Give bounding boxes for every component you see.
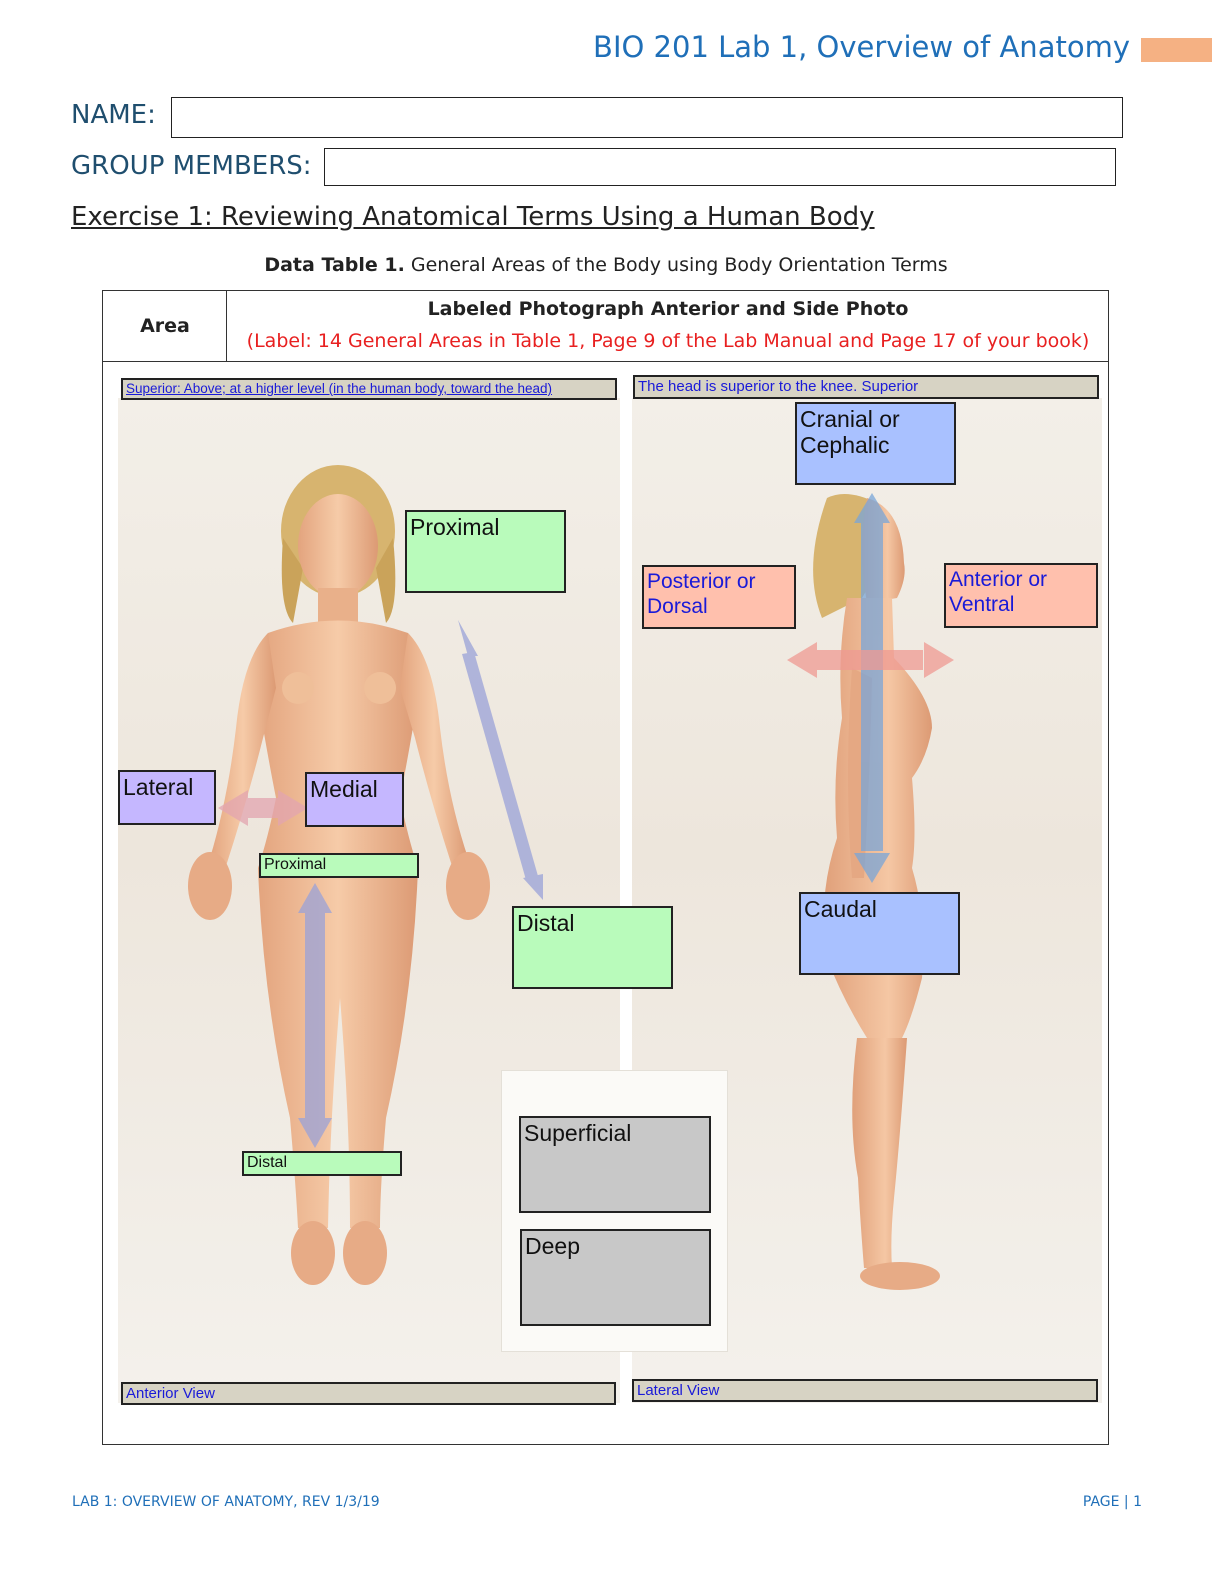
lateral-view-text: Lateral View [637, 1382, 720, 1399]
label-deep-text: Deep [525, 1233, 580, 1259]
label-anterior-text: Anterior or Ventral [949, 568, 1048, 616]
label-medial[interactable]: Medial [305, 772, 404, 827]
column-header-photo: Labeled Photograph Anterior and Side Pho… [427, 298, 909, 320]
label-superficial[interactable]: Superficial [519, 1116, 711, 1213]
name-label: NAME: [71, 100, 156, 130]
table-caption: Data Table 1. General Areas of the Body … [100, 254, 1112, 276]
label-proximal-leg[interactable]: Proximal [259, 853, 419, 878]
label-medial-text: Medial [310, 776, 378, 802]
label-deep[interactable]: Deep [520, 1229, 711, 1326]
superior-definition-text: Superior: Above; at a higher level (in t… [126, 381, 553, 396]
header-accent-bar [1141, 38, 1212, 62]
anterior-view-field[interactable]: Anterior View [121, 1382, 616, 1405]
group-members-label: GROUP MEMBERS: [71, 151, 312, 181]
exercise-heading: Exercise 1: Reviewing Anatomical Terms U… [71, 202, 875, 232]
label-proximal-leg-text: Proximal [264, 856, 327, 873]
name-field[interactable] [171, 97, 1123, 138]
label-lateral-text: Lateral [123, 774, 194, 800]
label-cranial[interactable]: Cranial or Cephalic [795, 402, 956, 485]
label-proximal-arm[interactable]: Proximal [405, 510, 566, 593]
group-members-field[interactable] [324, 148, 1116, 186]
footer-page-number: PAGE | 1 [1082, 1494, 1142, 1510]
anterior-view-text: Anterior View [126, 1385, 215, 1402]
document-title: BIO 201 Lab 1, Overview of Anatomy [593, 30, 1130, 64]
label-proximal-arm-text: Proximal [410, 514, 500, 540]
label-anterior[interactable]: Anterior or Ventral [944, 563, 1098, 628]
footer-document-info: LAB 1: OVERVIEW OF ANATOMY, REV 1/3/19 [72, 1494, 380, 1510]
table-header-divider [226, 290, 227, 362]
label-posterior[interactable]: Posterior or Dorsal [642, 565, 796, 629]
caption-bold: Data Table 1. [264, 254, 405, 276]
data-table [102, 290, 1109, 1445]
column-header-note: (Label: 14 General Areas in Table 1, Pag… [246, 330, 1090, 352]
table-header-row [102, 290, 1109, 362]
label-caudal[interactable]: Caudal [799, 892, 960, 975]
label-distal-arm[interactable]: Distal [512, 906, 673, 989]
label-cranial-text: Cranial or Cephalic [800, 406, 900, 458]
superior-definition-field[interactable]: Superior: Above; at a higher level (in t… [121, 378, 617, 400]
label-caudal-text: Caudal [804, 896, 877, 922]
label-lateral[interactable]: Lateral [118, 770, 216, 825]
superior-example-field[interactable]: The head is superior to the knee. Superi… [633, 375, 1099, 399]
label-distal-leg-text: Distal [247, 1154, 288, 1171]
label-posterior-text: Posterior or Dorsal [647, 570, 756, 618]
column-header-area: Area [140, 315, 190, 337]
label-superficial-text: Superficial [524, 1120, 632, 1146]
superior-example-text: The head is superior to the knee. Superi… [638, 378, 919, 395]
label-distal-arm-text: Distal [517, 910, 575, 936]
label-distal-leg[interactable]: Distal [242, 1151, 402, 1176]
lateral-view-field[interactable]: Lateral View [632, 1379, 1098, 1402]
caption-text: General Areas of the Body using Body Ori… [404, 254, 948, 276]
